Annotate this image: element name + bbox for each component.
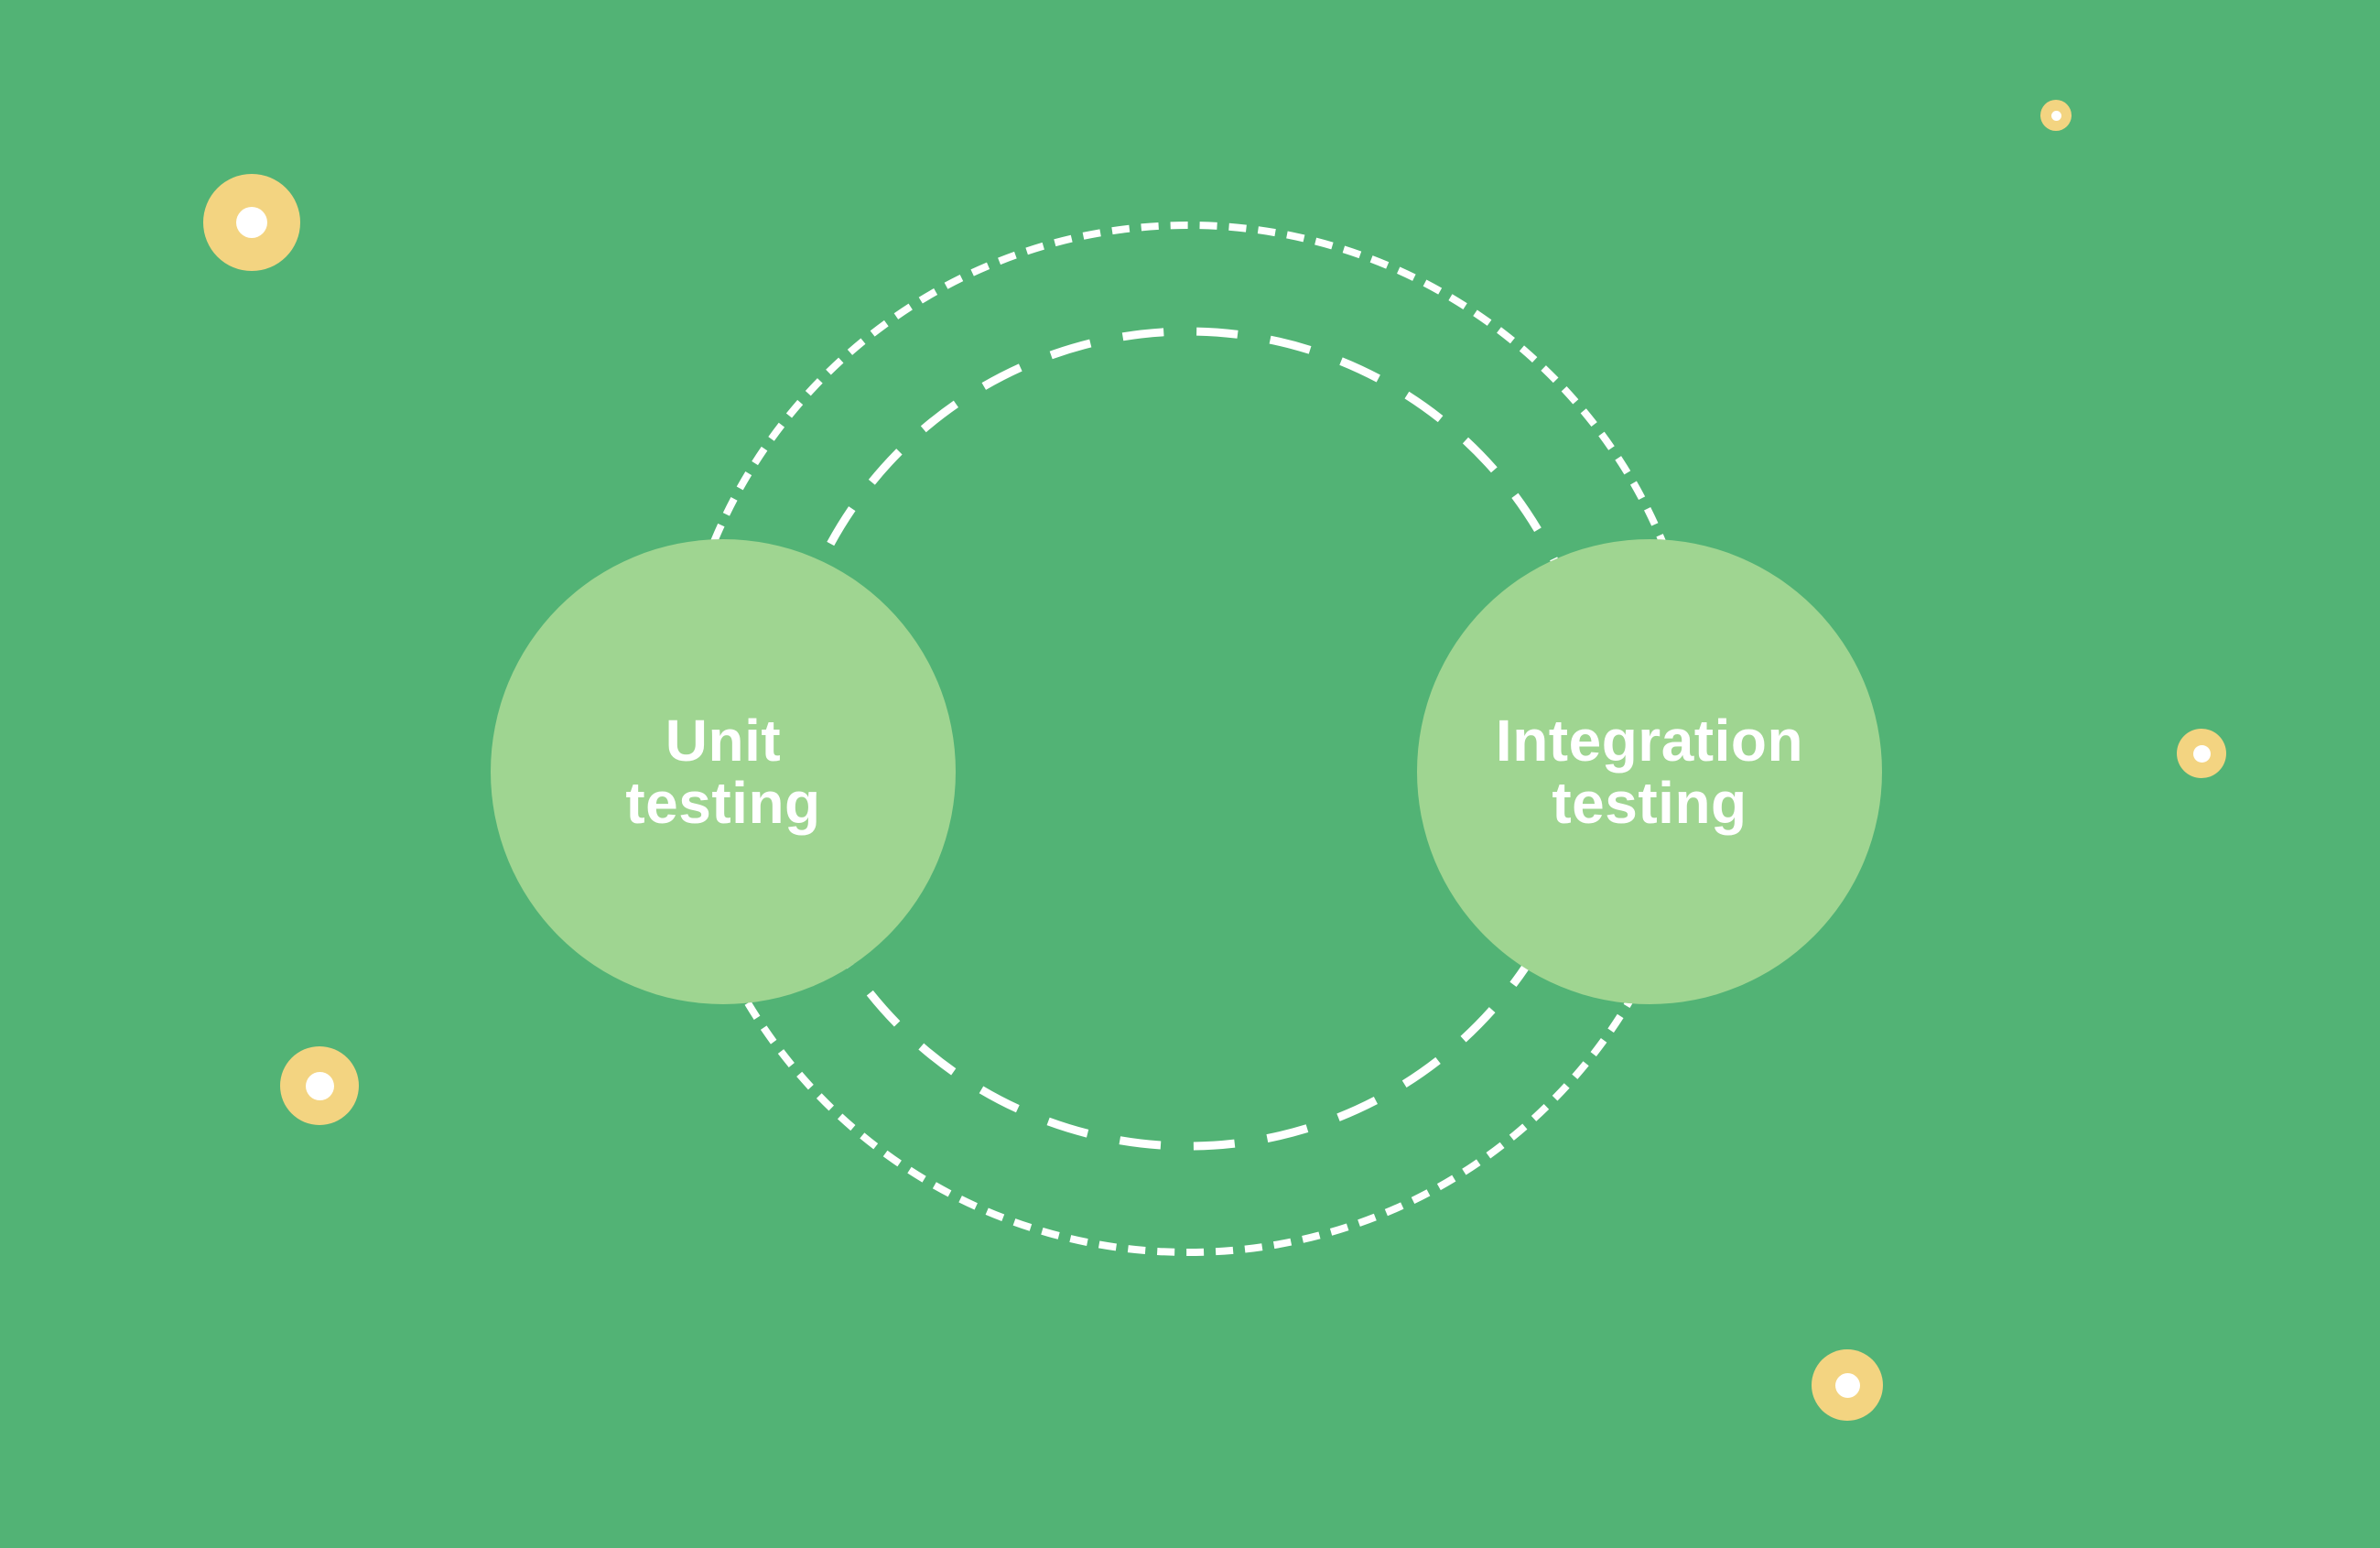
node-unit-testing-label: Unit testing	[625, 707, 821, 836]
node-unit-testing: Unit testing	[491, 539, 956, 1004]
node-integration-testing-label: Integration testing	[1495, 707, 1804, 836]
dot-center-icon	[2050, 110, 2061, 121]
dot-center-icon	[2192, 744, 2211, 763]
dot-center-icon	[305, 1071, 334, 1100]
dot-center-icon	[1834, 1372, 1860, 1398]
decorative-dot-bottom-right	[1812, 1349, 1883, 1421]
node-integration-testing: Integration testing	[1417, 539, 1882, 1004]
decorative-dot-top-right	[2040, 100, 2072, 131]
decorative-dot-top-left	[203, 174, 300, 271]
decorative-dot-bottom-left	[280, 1046, 359, 1125]
dot-center-icon	[236, 207, 267, 238]
decorative-dot-middle-right	[2177, 729, 2226, 778]
